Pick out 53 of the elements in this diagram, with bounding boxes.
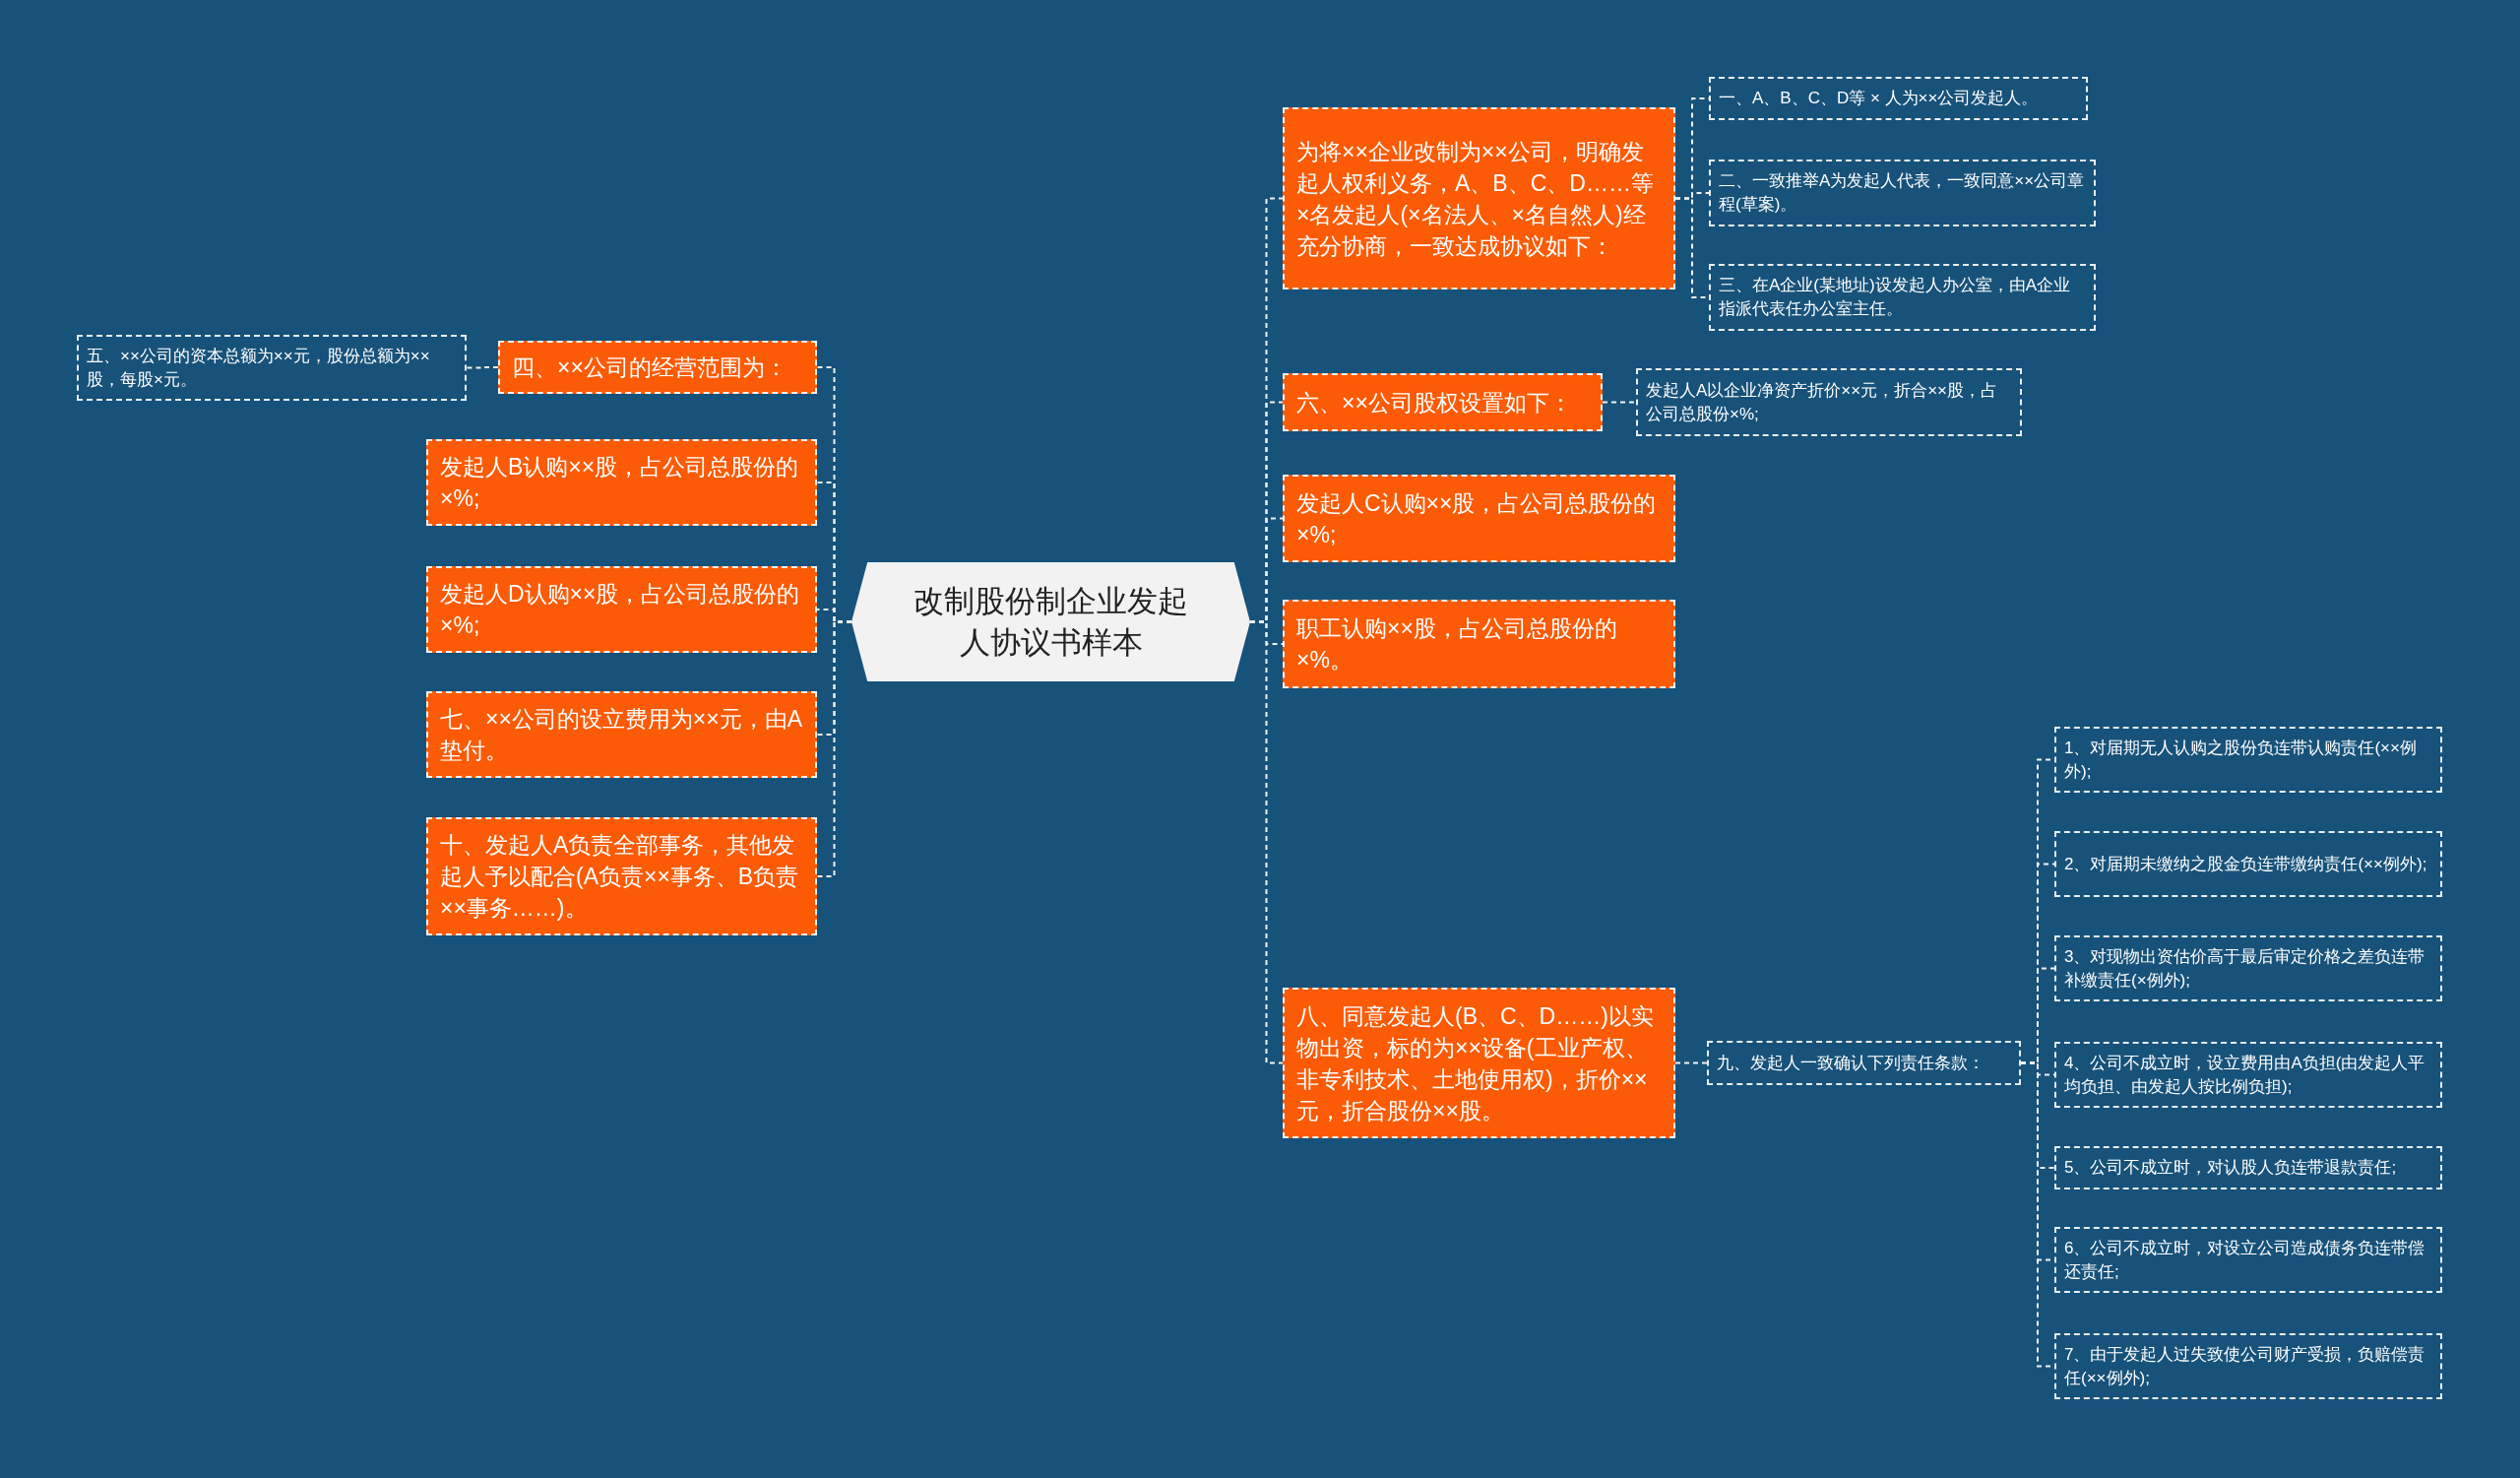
- node-text: 1、对届期无人认购之股份负连带认购责任(××例外);: [2064, 737, 2418, 783]
- topic-box: [1283, 373, 1603, 431]
- node-text: 2、对届期未缴纳之股金负连带缴纳责任(××例外);: [2064, 853, 2428, 875]
- subtopic-box: [2054, 727, 2442, 793]
- topic-box: [426, 817, 817, 935]
- node-text: 改制股份制企业发起人协议书样本: [913, 582, 1189, 662]
- node-text: 一、A、B、C、D等 × 人为××公司发起人。: [1719, 88, 2040, 109]
- node-text: 发起人A以企业净资产折价××元，折合××股，占公司总股份×%;: [1646, 379, 1999, 425]
- topic-box: [1283, 988, 1675, 1138]
- subtopic-box: [2054, 935, 2442, 1001]
- node-text: 发起人C认购××股，占公司总股份的×%;: [1296, 488, 1658, 549]
- subtopic-box: [2054, 831, 2442, 897]
- node-text: 四、××公司的经营范围为：: [512, 353, 788, 382]
- topic-box: [426, 439, 817, 526]
- subtopic-box: [1709, 264, 2096, 331]
- topic-box: [426, 691, 817, 778]
- node-text: 九、发起人一致确认下列责任条款：: [1717, 1052, 1985, 1074]
- root-topic: [851, 562, 1250, 681]
- node-text: 5、公司不成立时，对认股人负连带退款责任;: [2064, 1157, 2398, 1179]
- subtopic-box: [2054, 1146, 2442, 1189]
- node-text: 三、在A企业(某地址)设发起人办公室，由A企业指派代表任办公室主任。: [1719, 275, 2071, 320]
- node-text: 3、对现物出资估价高于最后审定价格之差负连带补缴责任(×例外);: [2064, 945, 2426, 992]
- subtopic-box: [1636, 368, 2022, 436]
- node-text: 六、××公司股权设置如下：: [1296, 388, 1573, 418]
- node-text: 十、发起人A负责全部事务，其他发起人予以配合(A负责××事务、B负责××事务……)。: [440, 831, 800, 923]
- topic-box: [1283, 107, 1675, 289]
- subtopic-box: [1707, 1041, 2021, 1085]
- node-text: 二、一致推举A为发起人代表，一致同意××公司章程(草案)。: [1719, 170, 2086, 216]
- node-text: 八、同意发起人(B、C、D……)以实物出资，标的为××设备(工业产权、非专利技术、土地使用权)，折价××元，折合股份××股。: [1296, 1001, 1655, 1125]
- connector: [1602, 401, 1637, 404]
- node-text: 发起人B认购××股，占公司总股份的×%;: [440, 453, 800, 513]
- node-text: 五、××公司的资本总额为××元，股份总额为××股，每股×元。: [87, 345, 431, 391]
- topic-box: [1283, 475, 1675, 562]
- node-text: 7、由于发起人过失致使公司财产受损，负赔偿责任(××例外);: [2064, 1343, 2426, 1389]
- node-text: 4、公司不成立时，设立费用由A负担(由发起人平均负担、由发起人按比例负担);: [2064, 1052, 2426, 1098]
- connector: [466, 366, 499, 369]
- topic-box: [426, 566, 817, 653]
- subtopic-box: [2054, 1227, 2442, 1293]
- subtopic-box: [2054, 1333, 2442, 1399]
- node-text: 职工认购××股，占公司总股份的×%。: [1296, 614, 1618, 675]
- topic-box: [498, 341, 817, 394]
- subtopic-box: [1709, 77, 2088, 120]
- subtopic-box: [1709, 160, 2096, 226]
- node-text: 6、公司不成立时，对设立公司造成债务负连带偿还责任;: [2064, 1237, 2426, 1283]
- subtopic-box: [77, 335, 467, 401]
- topic-box: [1283, 600, 1675, 688]
- connector: [1249, 620, 1284, 1064]
- subtopic-box: [2054, 1042, 2442, 1108]
- node-text: 七、××公司的设立费用为××元，由A垫付。: [440, 705, 803, 765]
- node-text: 发起人D认购××股，占公司总股份的×%;: [440, 580, 801, 640]
- connector: [816, 620, 852, 877]
- connector: [1674, 1061, 1708, 1064]
- node-text: 为将××企业改制为××公司，明确发起人权利义务，A、B、C、D……等×名发起人(×名法人、×名自然人)经充分协商，一致达成协议如下：: [1296, 137, 1655, 261]
